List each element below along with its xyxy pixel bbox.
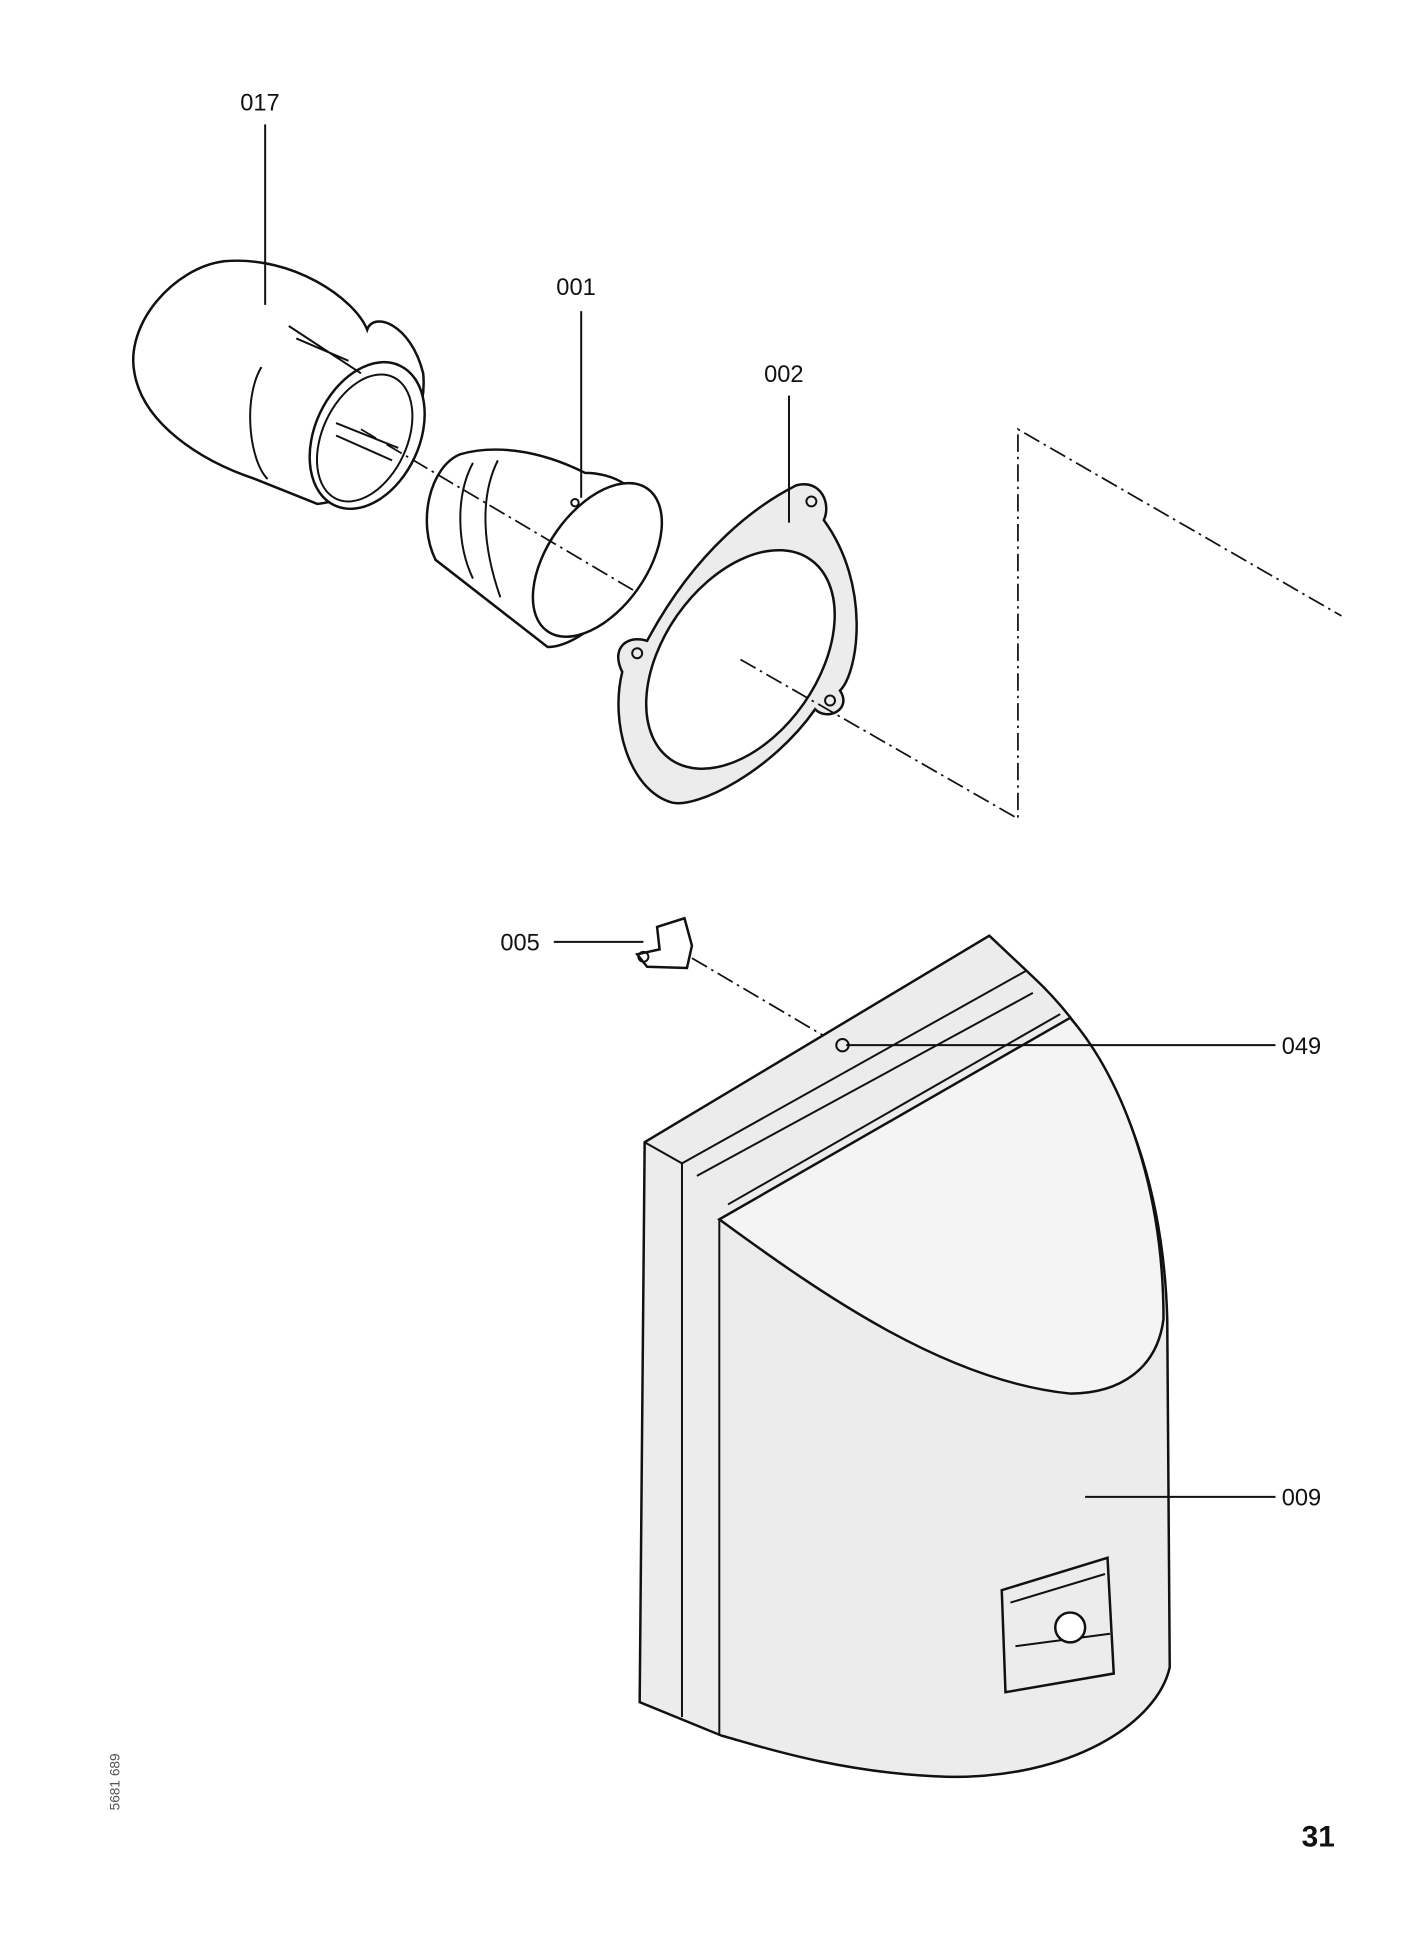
label-017: 017	[240, 91, 279, 117]
clip-axis-line	[691, 957, 832, 1041]
label-009: 009	[1282, 1486, 1321, 1512]
label-002: 002	[764, 362, 803, 388]
label-049: 049	[1282, 1034, 1321, 1060]
part-009-cover	[638, 934, 1171, 1779]
label-001: 001	[556, 275, 595, 301]
page-number: 31	[1302, 1820, 1335, 1853]
label-005: 005	[500, 931, 539, 957]
part-005-clip	[634, 916, 694, 970]
assembly-axis-line	[360, 427, 1342, 821]
drawing-code: 5681 689	[108, 1753, 123, 1810]
part-017-pipe	[132, 259, 426, 511]
part-001-nozzle	[425, 448, 664, 649]
